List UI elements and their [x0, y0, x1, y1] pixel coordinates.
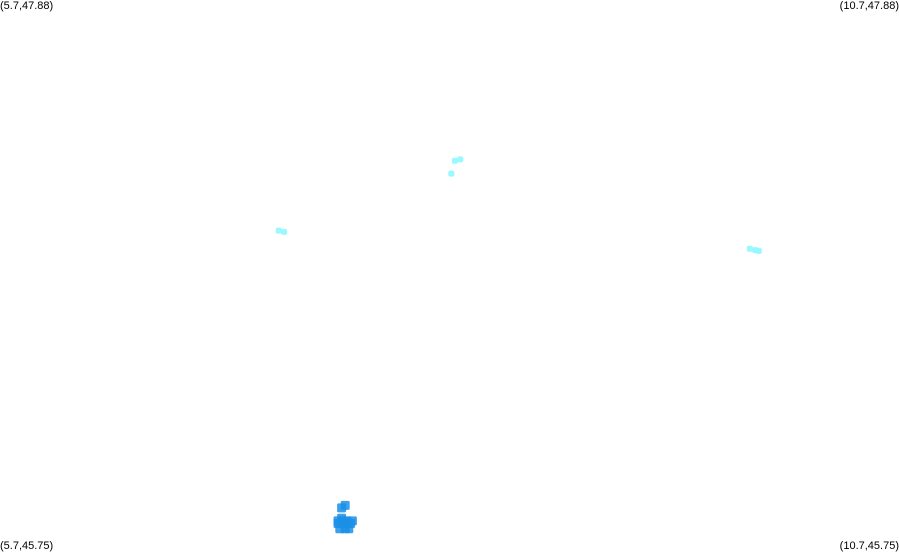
map-point-light: [457, 156, 464, 163]
corner-label-top-right: (10.7,47.88): [839, 0, 899, 12]
map-point-light: [746, 245, 753, 252]
map-point-light: [448, 170, 455, 177]
map-point-dark: [344, 524, 354, 534]
corner-label-bottom-left: (5.7,45.75): [0, 540, 54, 552]
map-point-light: [275, 227, 282, 234]
map-point-light: [281, 228, 288, 235]
corner-label-bottom-right: (10.7,45.75): [839, 540, 899, 552]
map-point-dark: [337, 503, 347, 513]
map-point-light: [755, 247, 762, 254]
map-point-light: [451, 157, 458, 164]
corner-label-top-left: (5.7,47.88): [0, 0, 54, 12]
